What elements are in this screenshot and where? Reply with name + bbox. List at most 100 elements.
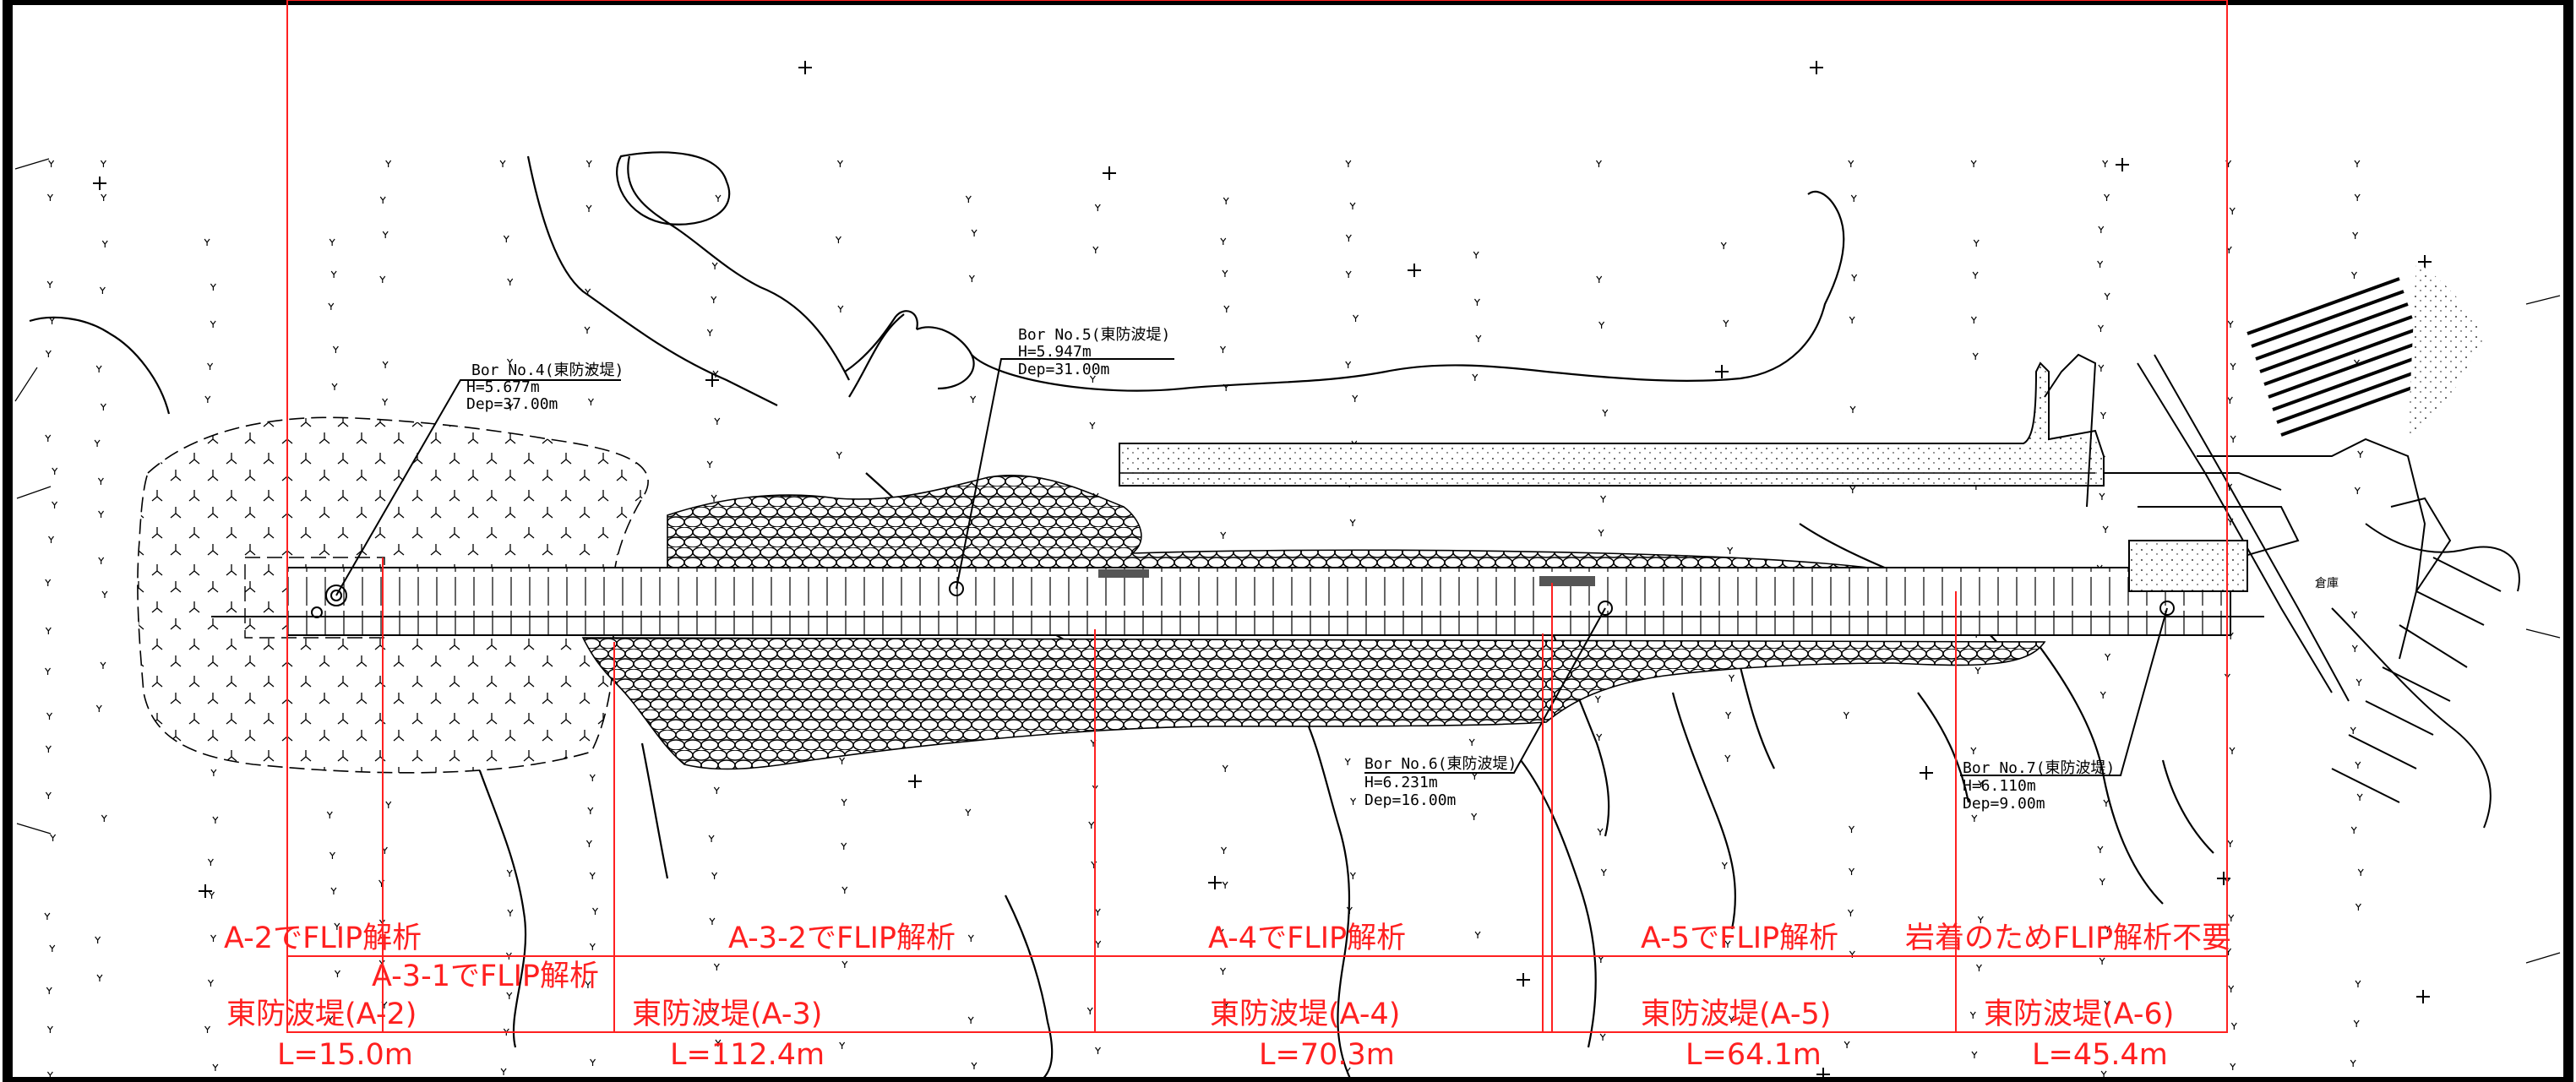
depth-mark (500, 1068, 507, 1075)
depth-mark (507, 909, 514, 916)
depth-mark (96, 974, 103, 981)
depth-mark (585, 160, 592, 167)
depth-mark (1086, 1007, 1093, 1014)
depth-mark (45, 434, 52, 442)
depth-mark (100, 661, 106, 669)
depth-mark (1349, 872, 1356, 879)
depth-mark (2228, 914, 2235, 922)
depth-mark (2230, 435, 2236, 443)
section-length-a5: L=64.1m (1686, 1038, 1822, 1072)
depth-mark (1473, 298, 1480, 306)
flip-label-a3-2: A-3-2でFLIP解析 (728, 922, 956, 955)
depth-mark (1974, 666, 1981, 674)
depth-mark (839, 757, 846, 764)
depth-mark (101, 590, 108, 598)
depth-mark (1725, 711, 1732, 719)
depth-mark (2352, 231, 2359, 239)
depth-mark (709, 917, 716, 925)
depth-mark (2100, 1070, 2107, 1078)
depth-mark (590, 1058, 596, 1066)
depth-mark (2353, 1019, 2360, 1027)
depth-mark (1472, 373, 1479, 381)
depth-mark (97, 477, 104, 485)
depth-mark (330, 887, 337, 894)
depth-mark (46, 193, 53, 201)
depth-mark (46, 1071, 53, 1079)
depth-mark (101, 193, 107, 201)
depth-mark (711, 872, 718, 879)
depth-mark (970, 395, 977, 403)
depth-mark (1602, 409, 1609, 416)
depth-mark (507, 358, 513, 366)
depth-mark (715, 1039, 722, 1047)
depth-mark (1095, 1047, 1101, 1054)
depth-mark (382, 398, 389, 405)
depth-mark (1724, 754, 1731, 762)
contour-lines (29, 151, 2214, 1082)
depth-mark (2226, 396, 2233, 404)
depth-mark (94, 439, 101, 447)
depth-mark (210, 934, 216, 942)
depth-mark (2355, 678, 2362, 686)
depth-mark (1089, 375, 1096, 383)
depth-mark (835, 236, 841, 243)
depth-mark (2351, 644, 2358, 652)
depth-mark (49, 317, 56, 324)
depth-mark (1972, 271, 1979, 279)
borehole-5-h: H=5.947m (1018, 343, 1092, 361)
quay-strip (1119, 362, 2105, 487)
depth-mark (1977, 916, 1984, 923)
depth-mark (1597, 828, 1604, 835)
flip-label-a6: 岩着のためFLIP解析不要 (1905, 922, 2231, 955)
depth-mark (1095, 940, 1102, 948)
depth-mark (841, 842, 847, 850)
borehole-7-name: Bor No.7(東防波堤) (1963, 759, 2115, 777)
depth-mark (334, 970, 340, 977)
depth-mark (841, 960, 848, 968)
depth-mark (1473, 251, 1479, 258)
depth-mark (1969, 1011, 1976, 1019)
depth-mark (50, 834, 57, 841)
depth-mark (1849, 405, 1856, 413)
breakwater-crown (286, 567, 2231, 636)
depth-mark (1595, 160, 1602, 167)
borehole-markers (311, 358, 2175, 776)
depth-mark (836, 451, 842, 459)
depth-mark (209, 891, 215, 899)
depth-mark (711, 494, 717, 502)
borehole-6-name: Bor No.6(東防波堤) (1364, 755, 1517, 773)
depth-mark (329, 238, 335, 246)
depth-mark (1088, 821, 1095, 829)
depth-mark (584, 326, 591, 334)
depth-mark (506, 992, 513, 999)
depth-mark (210, 320, 216, 328)
depth-mark (101, 240, 108, 247)
depth-mark (2104, 925, 2110, 932)
depth-mark (507, 278, 514, 285)
section-length-a4: L=70.3m (1259, 1038, 1395, 1072)
depth-mark (98, 510, 105, 518)
depth-mark (1975, 964, 1982, 971)
depth-mark (2104, 292, 2110, 300)
depth-mark (1849, 825, 1854, 833)
depth-mark (1596, 275, 1603, 283)
depth-mark (589, 774, 596, 781)
depth-mark (711, 296, 717, 303)
depth-mark (2350, 726, 2356, 734)
depth-mark (585, 204, 592, 212)
depth-mark (713, 786, 720, 794)
depth-mark (587, 807, 594, 814)
depth-mark (210, 769, 217, 776)
depth-mark (2357, 450, 2364, 458)
depth-mark (2100, 411, 2106, 419)
depth-mark (1222, 881, 1228, 889)
depth-mark (968, 275, 975, 282)
depth-mark (1092, 246, 1099, 253)
warehouse-label: 倉庫 (2315, 576, 2339, 590)
depth-mark (204, 238, 210, 246)
depth-mark (204, 395, 211, 403)
depth-mark (2228, 985, 2235, 992)
depth-mark (837, 305, 844, 313)
depth-mark (714, 417, 721, 425)
